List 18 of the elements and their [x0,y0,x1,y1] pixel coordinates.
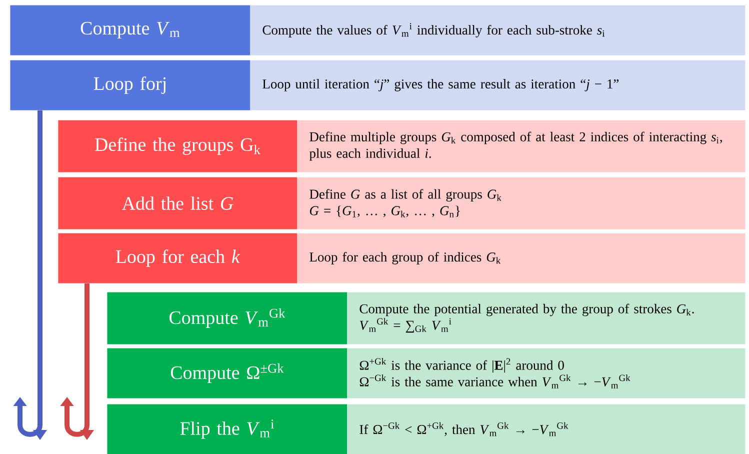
step-box: Compute Ω$^{±Gk}$ [107,348,348,398]
description-box: Ω$^{+Gk}$ is the variance of |E|$^{2}$ around 0 Ω$^{−Gk}$ is the same variance when V$_{m}$$^{Gk}$ → −V$_{m}$Gk [347,348,746,398]
description-box: Define multiple groups G$_{k}$ composed of at least 2 indices of interacting s$_{i}$, plus each individual i. [297,120,746,172]
description-box: Compute the potential generated by the group of strokes G$_{k}$. V$_{m}$$^{Gk}$ = ∑$_{Gk}$ V$_{m}$i [347,292,746,344]
step-box: Compute V$_{m}$ [10,5,250,56]
description-box: Compute the values of V$_{m}$$^{i}$ individually for each sub-stroke s$_{i}$ [250,5,746,56]
description-box: Define G as a list of all groups G$_{k}$ G = {G$_{1}$, … , G$_{k}$, … , G$_{n}$} [297,177,746,230]
step-box: Loop for each k [58,233,298,284]
description-box: Loop until iteration “j” gives the same result as iteration “j − 1” [250,60,746,110]
step-box: Compute V$_{m}$Gk [107,292,348,344]
loop-arrow [60,283,94,440]
step-box: Flip the V$_{m}$i [107,404,348,454]
step-box: Add the list G [58,177,298,230]
step-box: Loop forj [10,60,250,110]
step-box: Define the groups G$_{k}$ [58,120,298,172]
loop-arrow [13,110,47,440]
description-box: If Ω$^{−Gk}$ < Ω$^{+Gk}$, then V$_{m}$$^{Gk}$ → −V$_{m}$Gk [347,404,746,454]
description-box: Loop for each group of indices G$_{k}$ [297,233,746,284]
